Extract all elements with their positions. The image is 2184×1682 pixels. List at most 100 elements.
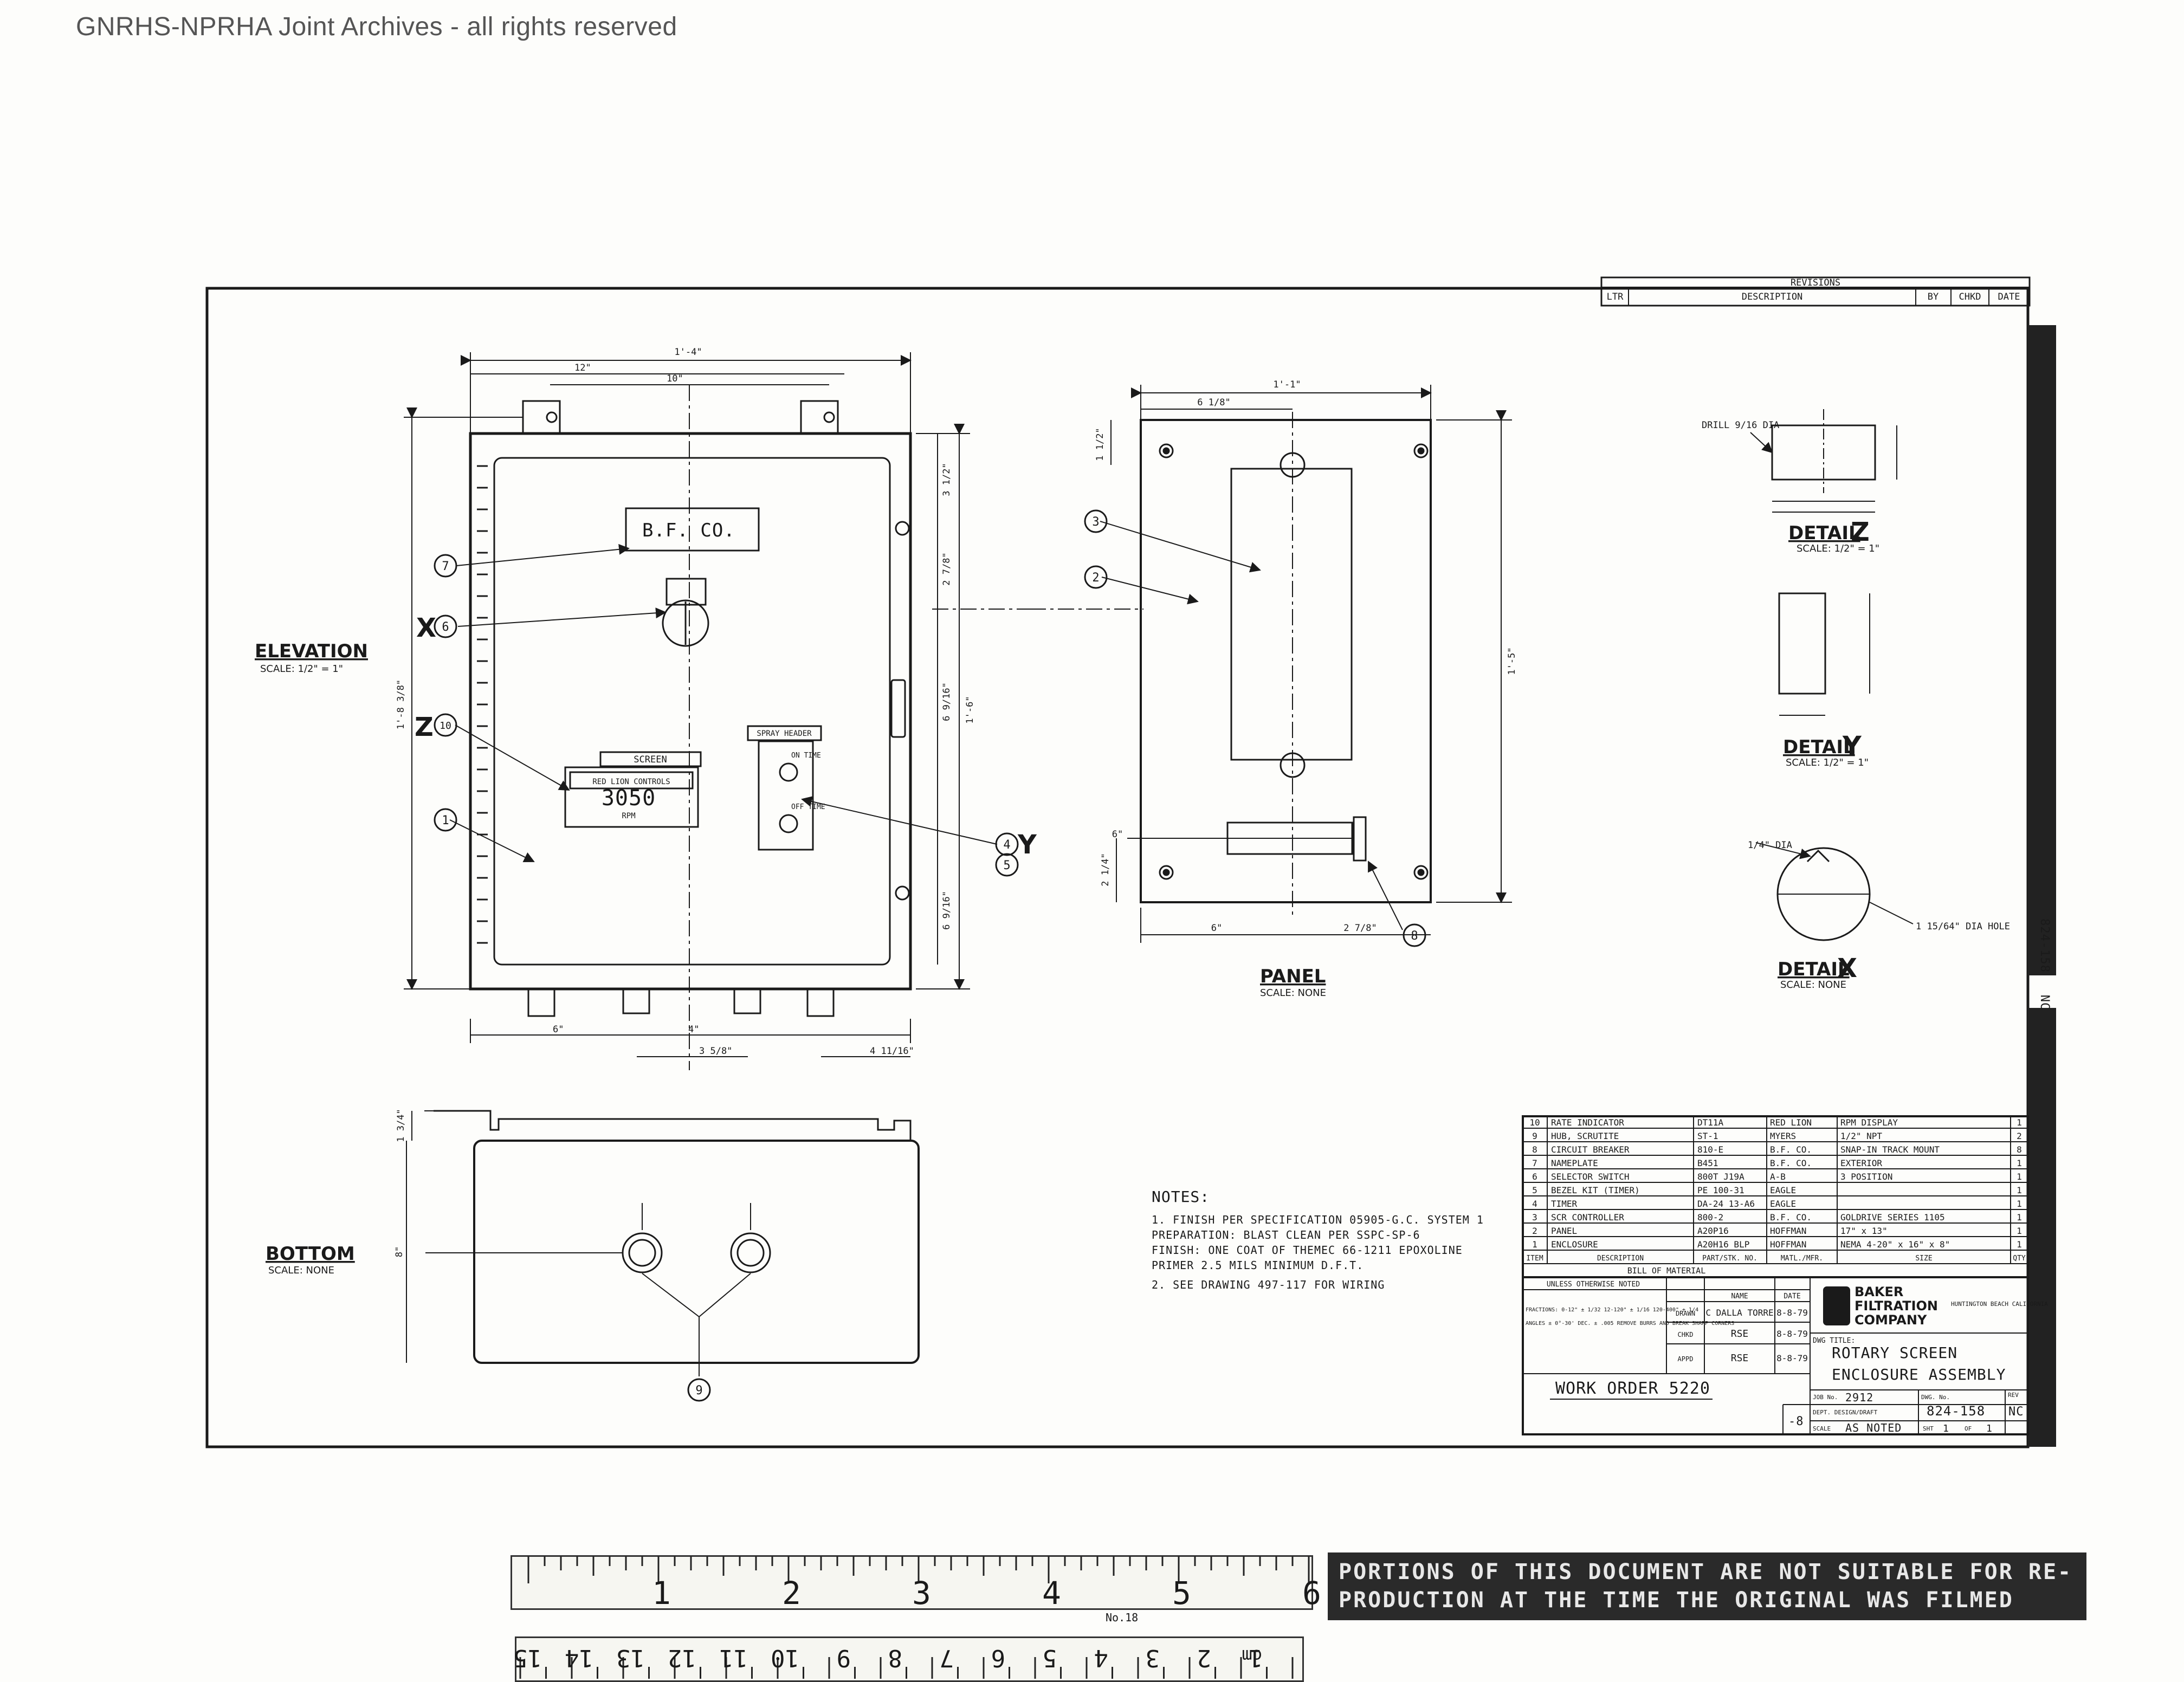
tb-appd-date: 8-8-79 xyxy=(1776,1353,1808,1363)
margin-dwg-no: 824-158 xyxy=(2038,918,2051,973)
panel-scale: SCALE: NONE xyxy=(1260,987,1326,999)
bom-cell: DA-24 13-A6 xyxy=(1697,1199,1755,1209)
tb-of-label: OF xyxy=(1965,1425,1972,1432)
callout-z-letter: Z xyxy=(415,712,434,742)
bom-cell: GOLDRIVE SERIES 1105 xyxy=(1840,1212,1945,1222)
detail-y-scale: SCALE: 1/2" = 1" xyxy=(1786,757,1869,768)
bom-cell: 2 xyxy=(2017,1131,2022,1141)
bom-cell: RPM DISPLAY xyxy=(1840,1117,1898,1128)
bom-cell: 5 xyxy=(1532,1185,1537,1195)
margin-rev: NC xyxy=(2038,995,2051,1011)
revisions-title: REVISIONS xyxy=(1791,277,1840,288)
bom-cell: 7 xyxy=(1532,1158,1537,1168)
cm-label: 11 xyxy=(719,1644,748,1672)
inch-label: 2 xyxy=(782,1575,801,1612)
balloon-7: 7 xyxy=(442,560,449,573)
balloon-4: 4 xyxy=(1003,838,1010,852)
dim-6-9-16b: 6 9/16" xyxy=(941,891,952,930)
revisions-table xyxy=(1600,276,2031,307)
dim-6-9-16: 6 9/16" xyxy=(941,682,952,721)
cm-unit: cm xyxy=(1242,1646,1263,1666)
detail-x-letter: X xyxy=(1837,953,1857,984)
bom-cell: MYERS xyxy=(1770,1131,1796,1141)
cm-label: 3 xyxy=(1146,1644,1160,1672)
tb-job: 2912 xyxy=(1845,1391,1873,1404)
title-block-grid xyxy=(1522,1276,2029,1435)
tb-appd-label: APPD xyxy=(1678,1355,1694,1363)
detail-z-note: DRILL 9/16 DIA xyxy=(1702,420,1779,431)
bom-cell: 3 xyxy=(1532,1212,1537,1222)
bom-cell: EXTERIOR xyxy=(1840,1158,1882,1168)
bom-cell: 8 xyxy=(1532,1144,1537,1155)
disclaimer-banner: PORTIONS OF THIS DOCUMENT ARE NOT SUITAB… xyxy=(1328,1552,2086,1620)
elevation-scale: SCALE: 1/2" = 1" xyxy=(260,663,343,675)
balloon-5: 5 xyxy=(1003,859,1010,872)
tb-code: -8 xyxy=(1788,1415,1804,1428)
screen-label: SCREEN xyxy=(634,754,667,765)
tb-sht-label: SHT xyxy=(1923,1425,1934,1432)
timer-label: SPRAY HEADER xyxy=(757,729,812,738)
bom-cell: A-B xyxy=(1770,1172,1786,1182)
cm-label: 7 xyxy=(940,1644,954,1672)
cm-label: 8 xyxy=(888,1644,903,1672)
cm-label: 10 xyxy=(771,1644,799,1672)
bom-cell: 8 xyxy=(2017,1144,2022,1155)
bom-cell: PE 100-31 xyxy=(1697,1185,1744,1195)
bom-cell: 800-2 xyxy=(1697,1212,1723,1222)
timer-on-label: ON TIME xyxy=(791,752,821,760)
bom-header-part: PART/STK. NO. xyxy=(1702,1254,1757,1263)
bom-cell: 1 xyxy=(2017,1199,2022,1209)
bom-header-qty: QTY xyxy=(2013,1254,2026,1263)
bill-of-material-grid xyxy=(1522,1115,2029,1278)
tb-header-name: NAME xyxy=(1731,1292,1748,1301)
tb-tol2: ANGLES ± 0°-30' DEC. ± .005 REMOVE BURRS… xyxy=(1526,1321,1734,1327)
rpm-value: 3050 xyxy=(602,786,656,811)
bom-cell: HUB, SCRUTITE xyxy=(1551,1131,1619,1141)
cm-label: 12 xyxy=(668,1644,696,1672)
inch-label: 3 xyxy=(912,1575,931,1612)
bom-header-desc: DESCRIPTION xyxy=(1597,1254,1644,1263)
dim-panel-6-1-8: 6 1/8" xyxy=(1197,397,1230,408)
dim-bottom-4: 4" xyxy=(688,1024,699,1035)
cm-label: 2 xyxy=(1197,1644,1212,1672)
note-line-5: 2. SEE DRAWING 497-117 FOR WIRING xyxy=(1152,1278,1385,1291)
tb-drawn-label: DRAWN xyxy=(1676,1310,1695,1317)
bom-cell: 4 xyxy=(1532,1199,1537,1209)
bom-cell: B.F. CO. xyxy=(1770,1144,1812,1155)
tb-dwg-title-label: DWG TITLE: xyxy=(1813,1337,1855,1345)
bom-cell: ST-1 xyxy=(1697,1131,1718,1141)
tb-header-date: DATE xyxy=(1784,1292,1800,1301)
rev-header-desc: DESCRIPTION xyxy=(1742,292,1803,302)
cm-label: 4 xyxy=(1094,1644,1109,1672)
rev-header-date: DATE xyxy=(1998,292,2020,302)
bom-cell: 17" x 13" xyxy=(1840,1226,1888,1236)
bom-cell: 1 xyxy=(2017,1226,2022,1236)
dim-panel-2-1-4: 2 1/4" xyxy=(1100,853,1111,886)
inch-label: 1 xyxy=(652,1575,671,1612)
work-order: WORK ORDER 5220 xyxy=(1555,1379,1710,1398)
detail-x-title: DETAIL xyxy=(1778,959,1850,980)
tb-dwg-title-2: ENCLOSURE ASSEMBLY xyxy=(1832,1366,2006,1383)
tb-chkd-label: CHKD xyxy=(1678,1331,1694,1338)
bom-cell: B.F. CO. xyxy=(1770,1158,1812,1168)
balloon-3: 3 xyxy=(1092,515,1099,529)
bom-cell: SCR CONTROLLER xyxy=(1551,1212,1624,1222)
bom-cell: HOFFMAN xyxy=(1770,1239,1806,1250)
tb-drawn-name: C DALLA TORRE xyxy=(1705,1308,1773,1318)
detail-y xyxy=(1778,592,1870,716)
bom-cell: 9 xyxy=(1532,1131,1537,1141)
rev-header-ltr: LTR xyxy=(1607,292,1624,302)
elevation-title: ELEVATION xyxy=(255,641,368,662)
balloon-2: 2 xyxy=(1092,571,1099,585)
tb-city: HUNTINGTON BEACH CALIFORNIA xyxy=(1951,1301,2048,1308)
dim-width-10: 10" xyxy=(667,373,683,384)
cm-label: 13 xyxy=(616,1644,645,1672)
callout-x-letter: X xyxy=(416,613,436,643)
panel-view xyxy=(1030,385,1512,943)
bom-cell: 1 xyxy=(2017,1158,2022,1168)
tb-scale: AS NOTED xyxy=(1845,1421,1902,1434)
archive-watermark: GNRHS-NPRHA Joint Archives - all rights … xyxy=(76,12,677,41)
detail-y-letter: Y xyxy=(1842,731,1862,761)
dim-side-1-6: 1'-6" xyxy=(965,696,975,723)
